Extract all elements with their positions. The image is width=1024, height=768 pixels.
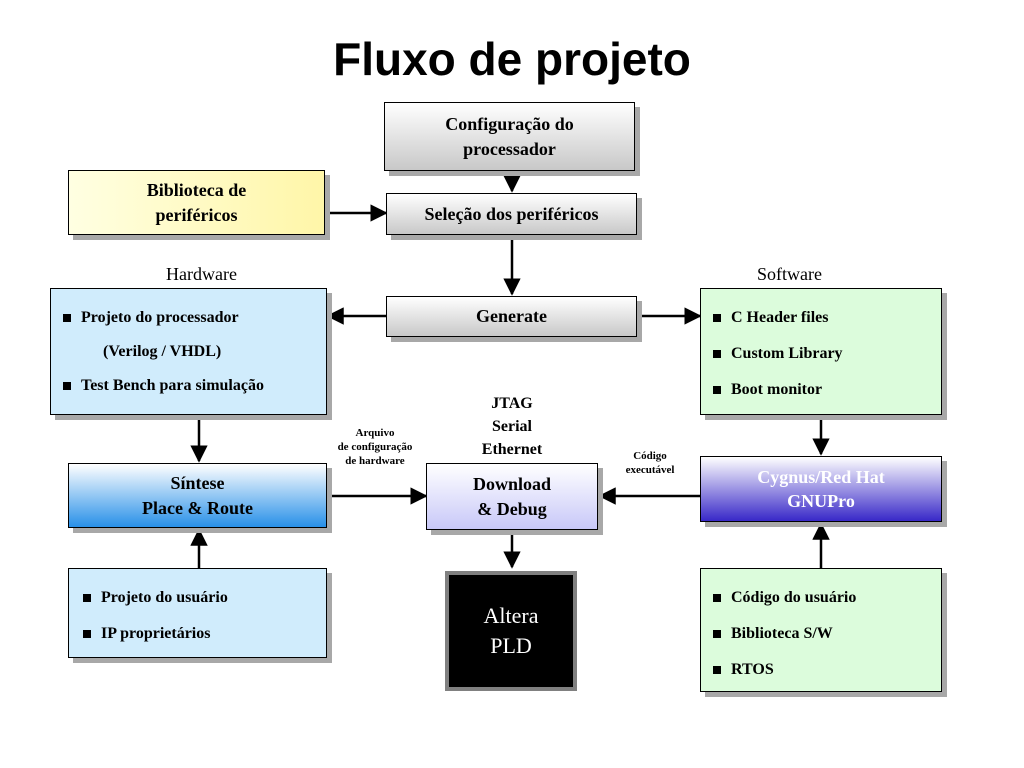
cygnus-box: Cygnus/Red Hat GNUPro [700, 456, 942, 522]
biblioteca-line2: periféricos [155, 204, 238, 225]
selecao-perifericos-box: Seleção dos periféricos [386, 193, 637, 235]
sintese-line2: Place & Route [142, 497, 253, 518]
cygnus-line2: GNUPro [787, 491, 855, 511]
arquivo-line2: de configuração [337, 441, 413, 453]
software-item-header: C Header files [709, 309, 941, 327]
hardware-item-projeto: Projeto do processador [59, 309, 326, 327]
arquivo-line1: Arquivo [355, 427, 395, 439]
page-title: Fluxo de projeto [333, 33, 691, 85]
codigo-item-usuario: Código do usuário [709, 589, 941, 607]
generate-box: Generate [386, 296, 637, 337]
download-debug-box: Download & Debug [426, 463, 598, 530]
biblioteca-line1: Biblioteca de [146, 180, 247, 201]
hardware-list: Projeto do processador (Verilog / VHDL) … [59, 309, 326, 395]
altera-line1: Altera [483, 603, 539, 629]
altera-line2: PLD [490, 633, 532, 658]
arquivo-line3: de hardware [345, 455, 405, 467]
jtag-line2: Serial [492, 418, 532, 435]
download-line1: Download [472, 474, 552, 495]
hardware-item-testbench: Test Bench para simulação [59, 377, 326, 395]
sintese-line1: Síntese [170, 473, 225, 494]
config-line1: Configuração do [445, 114, 574, 135]
jtag-line3: Ethernet [481, 441, 543, 458]
config-processador-box: Configuração do processador [384, 102, 635, 171]
codigo-usuario-box: Código do usuário Biblioteca S/W RTOS [700, 568, 942, 692]
hardware-item-verilog: (Verilog / VHDL) [103, 343, 222, 360]
selecao-label: Seleção dos periféricos [424, 203, 599, 224]
generate-label: Generate [476, 306, 547, 327]
software-list: C Header files Custom Library Boot monit… [709, 309, 941, 399]
hardware-projeto-box: Projeto do processador (Verilog / VHDL) … [50, 288, 327, 415]
codigo-item-biblioteca: Biblioteca S/W [709, 625, 941, 643]
sintese-box: Síntese Place & Route [68, 463, 327, 528]
config-line2: processador [463, 138, 556, 159]
usuario-item-projeto: Projeto do usuário [79, 589, 326, 607]
cygnus-line1: Cygnus/Red Hat [757, 466, 885, 487]
codigo-item-rtos: RTOS [709, 661, 941, 679]
codigo-line2: executável [625, 464, 675, 476]
usuario-item-ip: IP proprietários [79, 625, 326, 643]
hardware-label: Hardware [166, 264, 237, 284]
codigo-executavel-label: Código executável [608, 449, 692, 477]
software-label: Software [757, 264, 822, 284]
arquivo-label: Arquivo de configuração de hardware [316, 426, 434, 468]
software-files-box: C Header files Custom Library Boot monit… [700, 288, 942, 415]
jtag-line1: JTAG [491, 395, 533, 412]
usuario-box: Projeto do usuário IP proprietários [68, 568, 327, 658]
download-line2: & Debug [477, 498, 547, 519]
software-item-library: Custom Library [709, 345, 941, 363]
usuario-list: Projeto do usuário IP proprietários [79, 589, 326, 643]
altera-pld-box: Altera PLD [445, 571, 577, 691]
codigo-list: Código do usuário Biblioteca S/W RTOS [709, 589, 941, 679]
jtag-label: JTAG Serial Ethernet [462, 392, 562, 461]
biblioteca-perifericos-box: Biblioteca de periféricos [68, 170, 325, 235]
software-item-boot: Boot monitor [709, 381, 941, 399]
codigo-line1: Código [633, 450, 667, 462]
